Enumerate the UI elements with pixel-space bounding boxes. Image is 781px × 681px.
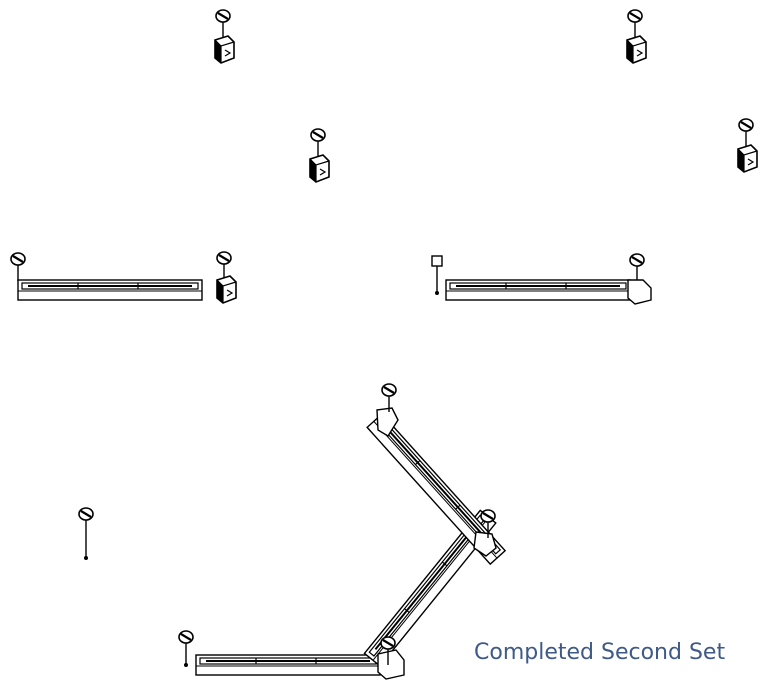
right-rail-assembly bbox=[431, 252, 652, 305]
mid-right-screw-block bbox=[737, 117, 758, 173]
left-rail-assembly bbox=[9, 250, 237, 304]
completed-assembly bbox=[178, 382, 506, 680]
mid-left-screw-block bbox=[309, 127, 330, 183]
bottom-left-screw bbox=[178, 630, 194, 667]
top-right-screw-block bbox=[626, 8, 647, 64]
caption-completed-second-set: Completed Second Set bbox=[474, 640, 726, 665]
loose-screw bbox=[78, 507, 94, 560]
top-left-screw-block bbox=[214, 8, 235, 64]
